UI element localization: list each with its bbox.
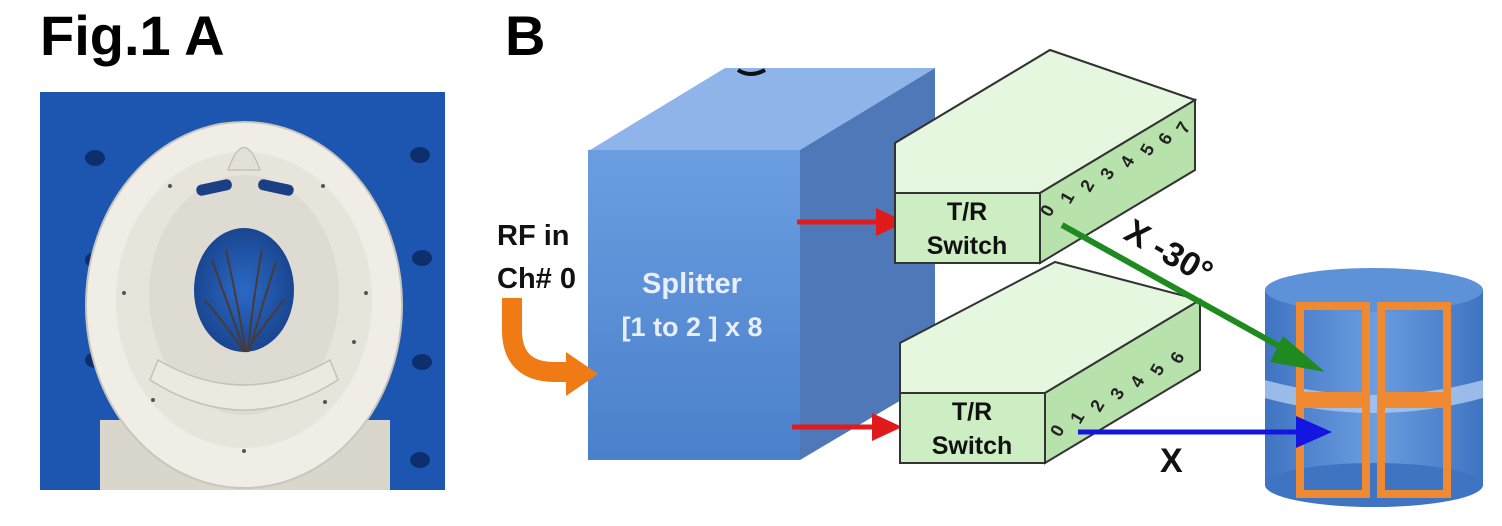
coil-photo [40,92,445,490]
switch-top-label-line1: T/R [947,198,987,226]
tr-switch-top: T/R Switch 0 1 2 3 4 5 6 7 [894,48,1198,265]
switch-top-label-line2: Switch [927,232,1008,260]
coil-loops [1296,302,1451,498]
chin-rest [149,358,339,411]
switch-top-front-face [894,192,1041,264]
coil-loop-upper-right [1377,302,1451,400]
panel-b-label: B [505,4,546,67]
switch-bottom-front-face [899,392,1046,464]
switch-bottom-label-line2: Switch [932,432,1013,460]
cylinder-top [1265,268,1483,312]
coil-array-cylinder [1265,268,1483,507]
splitter-front-face [588,150,800,460]
tr-switch-bottom: T/R Switch 0 1 2 3 4 5 6 [899,260,1203,465]
coil-loop-lower-left [1296,400,1370,498]
splitter-cut-mark [736,68,766,76]
eye-slot-left [196,179,232,196]
splitter-top-face [590,68,935,150]
red-arrow-bottom [792,413,902,441]
former-dots [122,184,368,453]
splitter-block: Splitter [1 to 2 ] x 8 [588,68,935,460]
splitter-label-line1: Splitter [642,268,742,300]
splitter-label-line2: [1 to 2 ] x 8 [621,312,762,342]
blue-arrow [1078,416,1332,448]
rf-in-label: RF in [497,220,570,252]
switch-bottom-label-line1: T/R [952,398,992,426]
panel-a-label: Fig.1 A [40,4,225,67]
channel-label: Ch# 0 [497,263,576,295]
path-top-label: X -30° [1118,212,1219,292]
nose-bump [226,147,262,171]
coil-loop-lower-right [1377,400,1451,498]
coil-opening [194,228,294,352]
coil-wires [204,249,285,353]
rf-input-arrow [502,298,598,396]
green-arrow [1060,222,1325,372]
eye-slot-right [258,179,294,196]
path-bottom-label: X [1160,442,1183,480]
red-arrow-top [797,208,906,236]
